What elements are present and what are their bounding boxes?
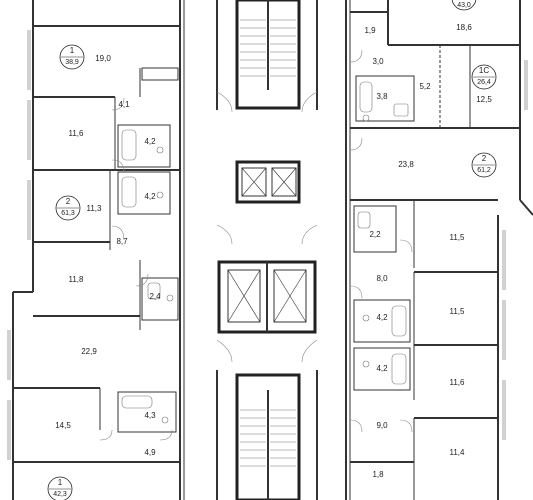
room-area: 11,6 — [450, 378, 466, 387]
room-area: 4,9 — [144, 448, 156, 457]
apartment-total-area: 38,9 — [65, 59, 79, 66]
room-area: 11,5 — [450, 233, 466, 242]
room-area-labels: 19,0 4,1 11,6 4,2 4,2 11,3 8,7 11,8 2,4 … — [55, 23, 492, 479]
room-area: 11,4 — [450, 448, 466, 457]
room-area: 11,3 — [87, 204, 103, 213]
room-area: 22,9 — [81, 347, 97, 356]
room-area: 8,7 — [116, 237, 128, 246]
left-bath-fixtures — [121, 129, 174, 424]
apartment-total-area: 42,3 — [53, 491, 67, 498]
room-area: 4,2 — [376, 364, 388, 373]
apartment-marker[interactable]: 1С 26,4 — [471, 64, 497, 90]
right-block-walls — [345, 0, 533, 500]
apartment-total-area: 26,4 — [477, 79, 491, 86]
room-area: 4,2 — [144, 192, 156, 201]
apartment-marker[interactable]: 1 42,3 — [47, 476, 73, 500]
room-area: 11,6 — [69, 129, 85, 138]
apartment-marker[interactable]: 43,0 — [451, 0, 477, 11]
room-area: 1,8 — [372, 470, 384, 479]
room-area: 4,2 — [376, 313, 388, 322]
right-bath-fixtures — [357, 81, 409, 385]
room-area: 4,2 — [144, 137, 156, 146]
apartment-rooms: 1С — [479, 66, 489, 75]
room-area: 23,8 — [398, 160, 414, 169]
room-area: 18,6 — [456, 23, 472, 32]
room-area: 12,5 — [476, 95, 492, 104]
apartment-marker[interactable]: 2 61,2 — [471, 152, 497, 178]
room-area: 2,4 — [149, 292, 161, 301]
room-area: 2,2 — [369, 230, 381, 239]
room-area: 11,8 — [69, 275, 85, 284]
room-area: 9,0 — [376, 421, 388, 430]
room-area: 5,2 — [419, 82, 431, 91]
left-doors — [99, 97, 173, 441]
apartment-total-area: 61,3 — [61, 210, 75, 217]
apartment-rooms: 1 — [70, 46, 75, 55]
room-area: 4,1 — [118, 100, 130, 109]
apartment-marker[interactable]: 2 61,3 — [55, 195, 81, 221]
room-area: 4,3 — [144, 411, 156, 420]
apartment-total-area: 61,2 — [477, 167, 491, 174]
left-block-walls — [7, 0, 185, 500]
apartment-rooms: 1 — [58, 478, 63, 487]
room-area: 14,5 — [55, 421, 71, 430]
room-area: 3,0 — [372, 57, 384, 66]
room-area: 11,5 — [450, 307, 466, 316]
apartment-rooms: 2 — [482, 154, 487, 163]
room-area: 19,0 — [95, 54, 111, 63]
room-area: 3,8 — [376, 92, 388, 101]
apartment-rooms: 2 — [66, 197, 71, 206]
room-area: 8,0 — [376, 274, 388, 283]
central-core — [216, 0, 318, 500]
room-area: 1,9 — [364, 26, 376, 35]
apartment-total-area: 43,0 — [457, 2, 471, 9]
right-doors — [349, 49, 413, 433]
apartment-marker[interactable]: 1 38,9 — [59, 44, 85, 70]
